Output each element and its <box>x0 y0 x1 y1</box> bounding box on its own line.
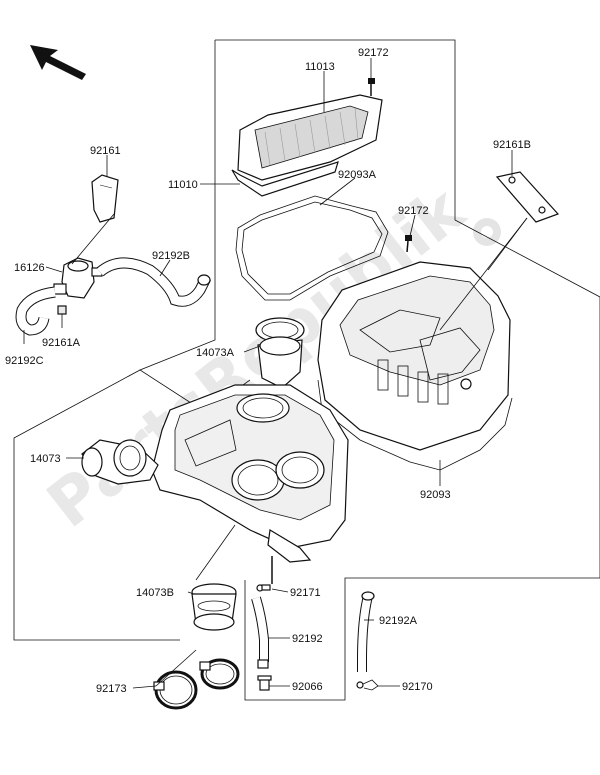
hose-92192 <box>251 596 269 669</box>
label-92066: 92066 <box>292 681 323 693</box>
duct-14073A <box>255 317 305 389</box>
label-92173: 92173 <box>96 683 127 695</box>
label-14073B: 14073B <box>136 587 174 599</box>
label-92161B: 92161B <box>493 139 531 151</box>
label-16126: 16126 <box>14 262 45 274</box>
label-92093: 92093 <box>420 489 451 501</box>
air-filter-element <box>231 94 383 197</box>
gasket-92093A <box>235 195 389 301</box>
pad-92161B <box>495 171 560 223</box>
label-92161: 92161 <box>90 145 121 157</box>
band-clamps-92173 <box>153 658 240 710</box>
label-14073A: 14073A <box>196 347 235 359</box>
label-92170: 92170 <box>402 681 433 693</box>
part-labels: 11013 92172 11010 92093A 92161B 92172 92… <box>5 47 531 695</box>
pad-92161A <box>57 305 67 315</box>
label-92192B: 92192B <box>152 250 190 262</box>
label-11010: 11010 <box>168 179 198 191</box>
rubber-block-92161 <box>91 174 119 223</box>
label-14073: 14073 <box>30 453 61 465</box>
leader-lines <box>23 58 528 689</box>
label-92192: 92192 <box>292 633 323 645</box>
valve-16126 <box>53 257 103 299</box>
label-92161A: 92161A <box>42 337 81 349</box>
screw-92172-mid <box>405 235 412 253</box>
label-92172-mid: 92172 <box>398 205 429 217</box>
air-cleaner-cover-92093 <box>317 261 513 471</box>
clamp-92170 <box>356 679 379 691</box>
label-92172-top: 92172 <box>358 47 389 59</box>
label-92093A: 92093A <box>338 169 377 181</box>
front-direction-arrow-icon <box>30 45 86 80</box>
screw-92172-top <box>368 78 375 96</box>
air-cleaner-housing <box>151 384 349 584</box>
hose-92192A <box>357 591 375 672</box>
plug-92066 <box>257 675 272 691</box>
label-92192A: 92192A <box>379 615 418 627</box>
clip-92171 <box>256 584 271 592</box>
hose-92192B <box>96 257 211 307</box>
boot-14073B <box>191 583 237 631</box>
duct-14073 <box>81 439 159 485</box>
label-92192C: 92192C <box>5 355 44 367</box>
label-92171: 92171 <box>290 587 321 599</box>
hose-92192C <box>15 286 56 336</box>
label-11013: 11013 <box>305 61 335 73</box>
